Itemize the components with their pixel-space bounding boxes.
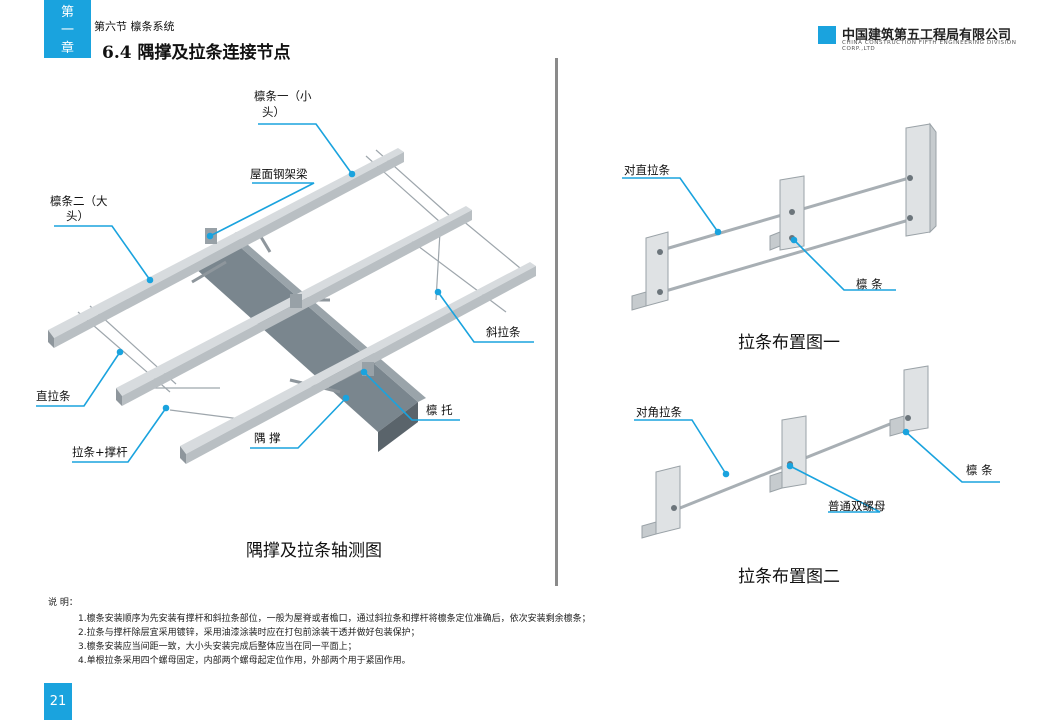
caption-tie-layout-2: 拉条布置图二 — [738, 567, 840, 587]
label-purlin-support: 檩 托 — [426, 403, 453, 417]
purlin-1 — [48, 148, 404, 348]
label-purlin-big-2: 头） — [66, 209, 89, 223]
notes: 说 明： 1.檩条安装顺序为先安装有撑杆和斜拉条部位，一般为屋脊或者檐口，通过斜… — [48, 596, 591, 668]
chapter-label: 第 一 章 — [60, 5, 74, 56]
company-name-cn: 中国建筑第五工程局有限公司 — [842, 28, 1012, 43]
label-knee-brace: 隅 撑 — [254, 431, 281, 445]
tie-layout-1-drawing — [622, 122, 937, 311]
tie-layout-2-drawing — [634, 365, 1000, 539]
label-roof-beam: 屋面钢架梁 — [250, 167, 308, 181]
purlin-right — [905, 122, 937, 237]
company-name-en: CHINA CONSTRUCTION FIFTH ENGINEERING DIV… — [842, 40, 1017, 52]
callout-lines-1 — [622, 177, 896, 291]
purlin-3 — [180, 262, 536, 464]
notes-heading: 说 明： — [48, 598, 78, 608]
caption-tie-layout-1: 拉条布置图一 — [738, 333, 840, 353]
page-number: 21 — [44, 683, 72, 720]
callout-lines-2 — [634, 419, 1000, 513]
section-subtitle: 第六节 檩条系统 — [94, 20, 175, 33]
label-purlin-big: 檩条二（大 — [50, 194, 108, 208]
section-title: 6.4 隅撑及拉条连接节点 — [102, 43, 291, 63]
company-logo — [818, 26, 836, 44]
purlin-middle-2 — [769, 415, 807, 493]
label-purlin-1: 檩 条 — [856, 277, 883, 291]
axonometric-drawing — [36, 123, 536, 464]
purlin-right-2 — [889, 365, 929, 437]
label-purlin-2: 檩 条 — [966, 463, 993, 477]
note-item: 4.单根拉条采用四个螺母固定，内部两个螺母起定位作用，外部两个用于紧固作用。 — [78, 656, 411, 666]
label-purlin-small: 檩条一（小 — [254, 89, 312, 103]
center-divider — [555, 58, 558, 586]
purlin-middle — [769, 175, 805, 251]
note-item: 3.檩条安装应当间距一致，大小头安装完成后整体应当在同一平面上； — [78, 642, 357, 652]
label-double-nut: 普通双螺母 — [828, 499, 886, 513]
nuts — [657, 175, 913, 295]
label-diagonal-tie: 斜拉条 — [486, 325, 521, 339]
label-opposite-straight-tie: 对直拉条 — [624, 163, 670, 177]
label-straight-tie: 直拉条 — [36, 389, 71, 403]
callout-lines — [36, 123, 534, 463]
label-purlin-small-2: 头） — [262, 105, 285, 119]
label-tie-strut: 拉条+撑杆 — [72, 445, 128, 459]
caption-axonometric: 隅撑及拉条轴测图 — [246, 541, 382, 561]
note-item: 2.拉条与撑杆除层宜采用镀锌，采用油漆涂装时应在打包前涂装干透并做好包装保护； — [78, 628, 420, 638]
note-item: 1.檩条安装顺序为先安装有撑杆和斜拉条部位，一般为屋脊或者檐口，通过斜拉条和撑杆… — [78, 614, 591, 624]
chapter-tab: 第 一 章 — [44, 0, 91, 58]
purlin-left-2 — [641, 465, 681, 539]
purlin-left — [631, 231, 669, 311]
label-diagonal-tie-2: 对角拉条 — [636, 405, 682, 419]
